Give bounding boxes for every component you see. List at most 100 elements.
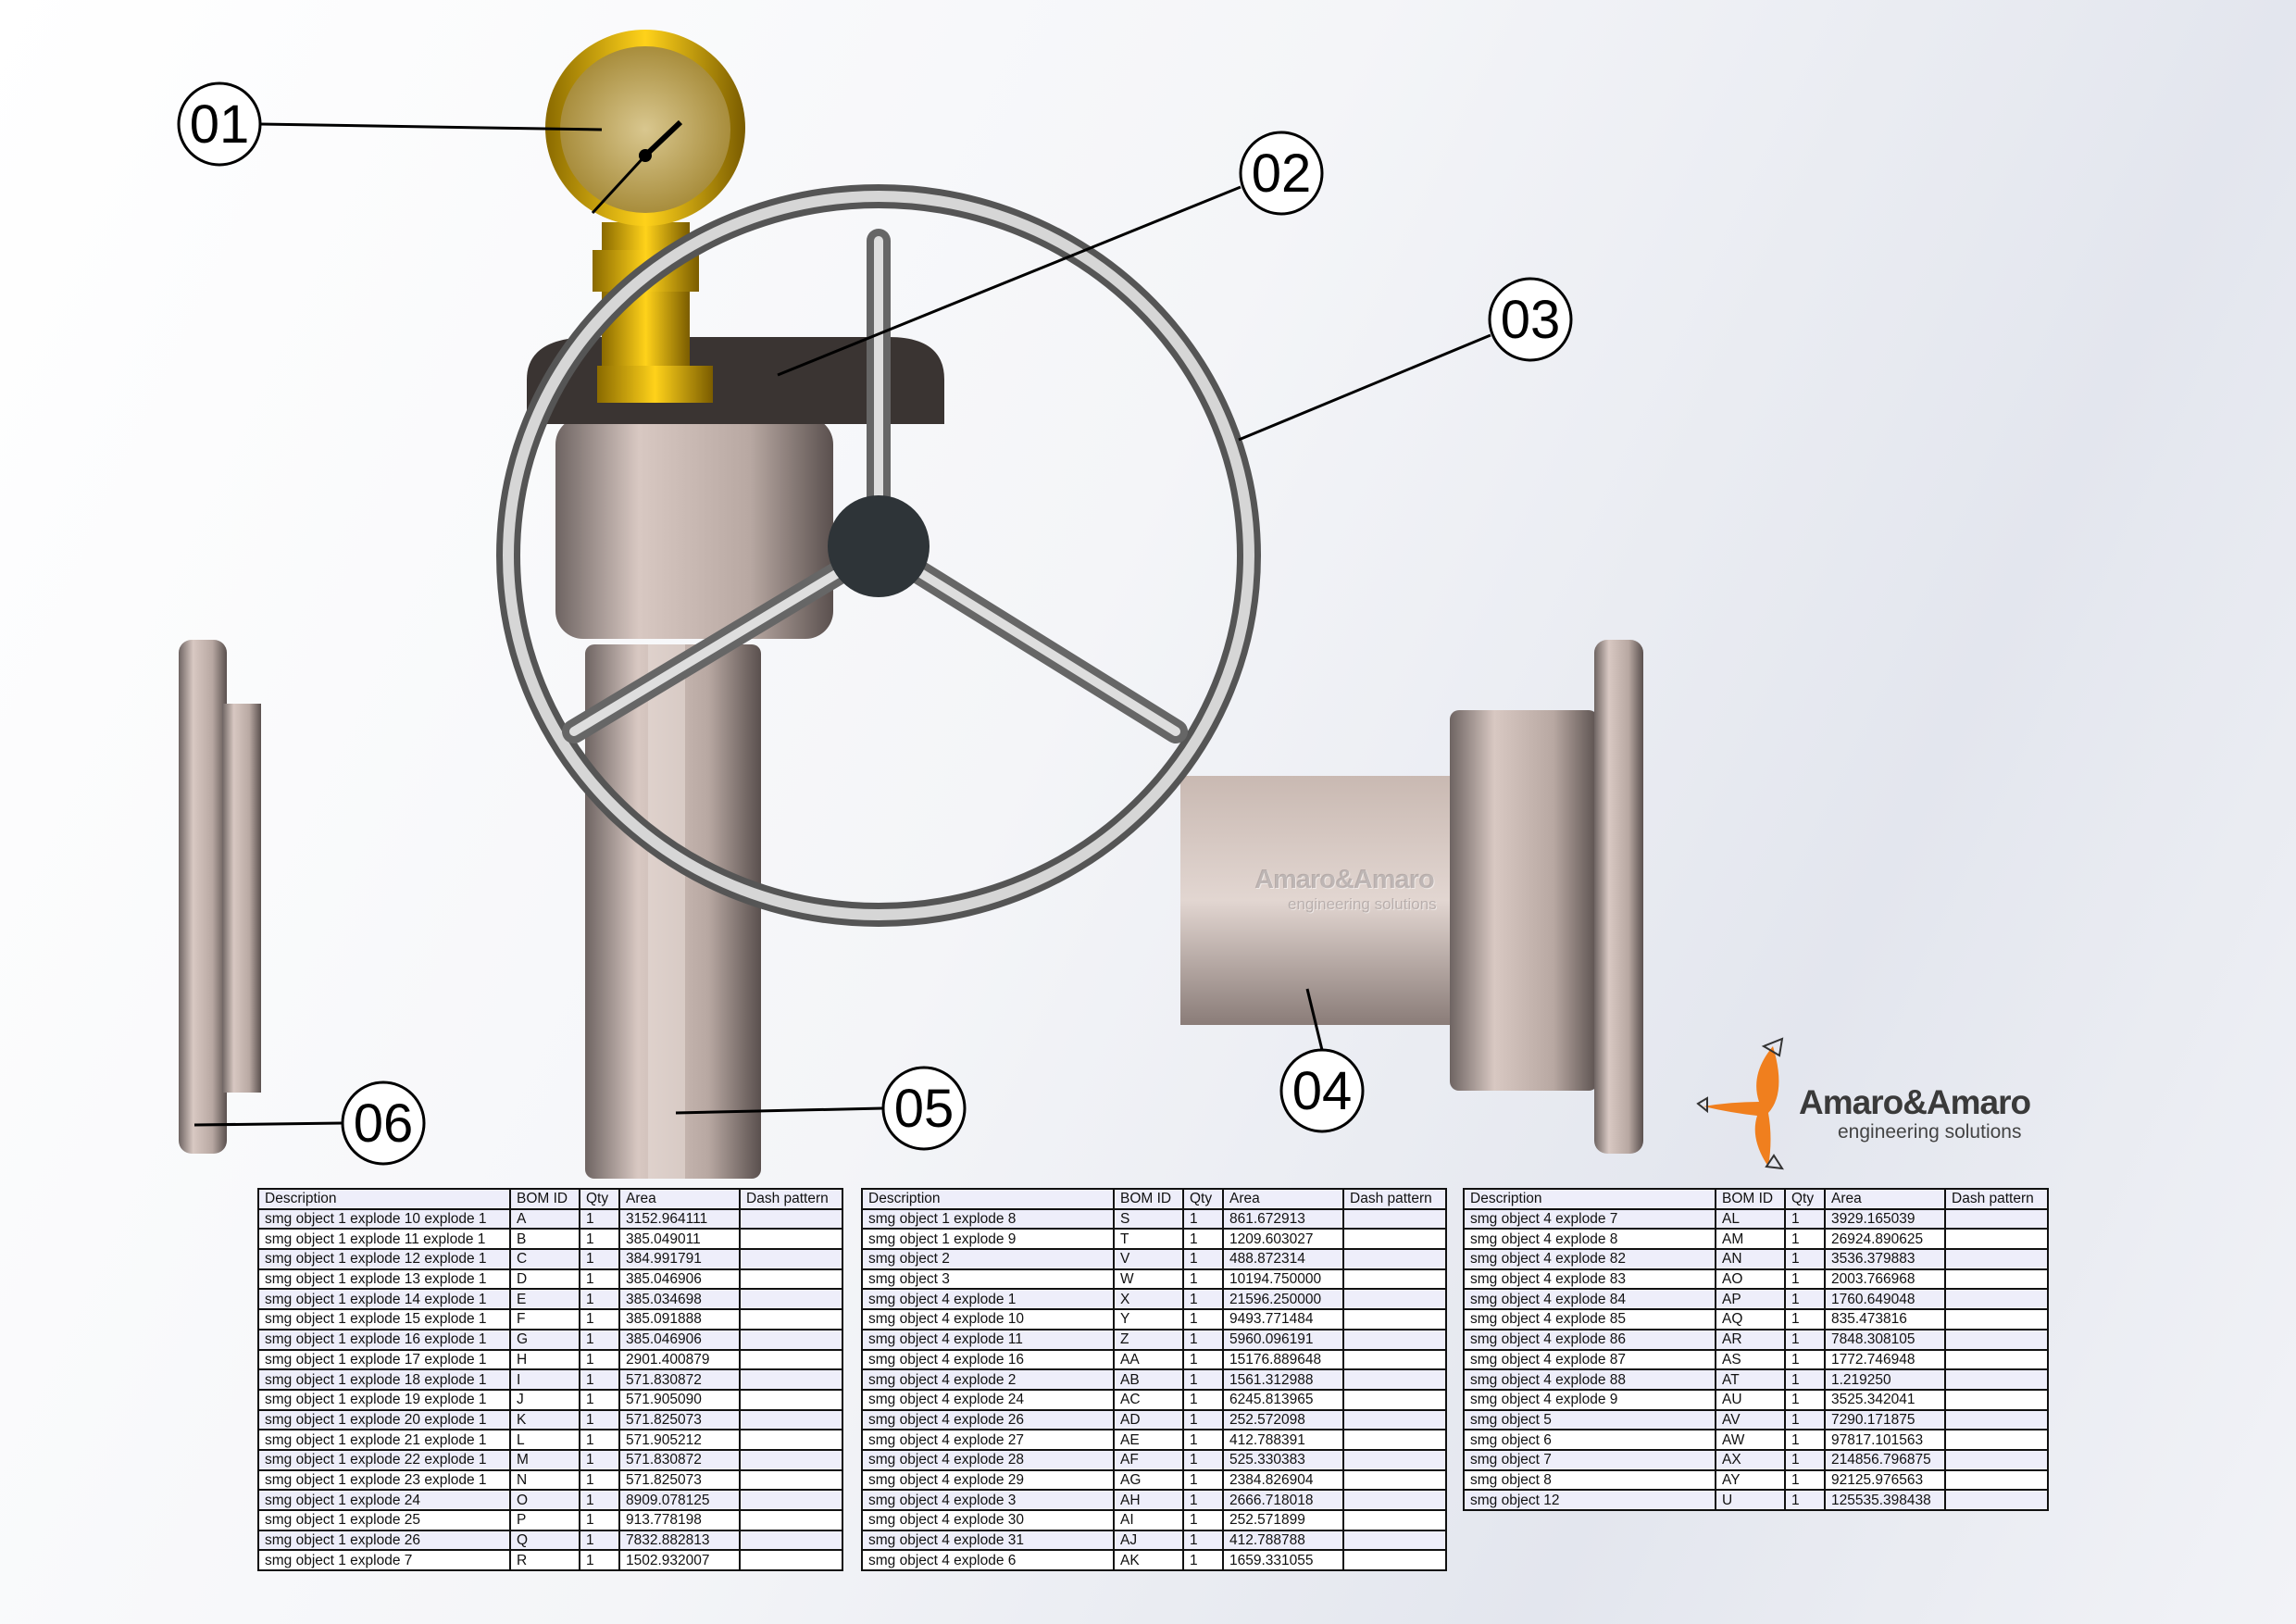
table-cell: S <box>1113 1207 1184 1230</box>
table-cell: K <box>509 1408 580 1431</box>
table-cell: I <box>509 1368 580 1391</box>
table-cell: M <box>509 1448 580 1471</box>
table-cell: 26924.890625 <box>1824 1228 1946 1251</box>
table-cell: Q <box>509 1529 580 1552</box>
table-cell: 2901.400879 <box>618 1348 741 1371</box>
table-cell: 1 <box>579 1328 620 1351</box>
table-cell: smg object 4 explode 84 <box>1463 1288 1716 1311</box>
table-cell: 1 <box>1182 1348 1224 1371</box>
table-cell: 1 <box>1784 1448 1826 1471</box>
table-cell: 1 <box>1784 1207 1826 1230</box>
table-cell: 92125.976563 <box>1824 1468 1946 1492</box>
table-cell <box>1944 1228 2049 1251</box>
table-cell: U <box>1715 1489 1786 1511</box>
table-cell: 1 <box>1182 1549 1224 1572</box>
table-cell: smg object 4 explode 8 <box>1463 1228 1716 1251</box>
table-cell: 1 <box>579 1207 620 1230</box>
logo-tagline: engineering solutions <box>1838 1121 2022 1143</box>
table-cell: smg object 4 explode 82 <box>1463 1248 1716 1270</box>
table-cell <box>1944 1429 2049 1451</box>
table-cell: AD <box>1113 1408 1184 1431</box>
table-cell: AM <box>1715 1228 1786 1251</box>
table-cell <box>1944 1268 2049 1291</box>
column-header: Dash pattern <box>1944 1188 2049 1210</box>
table-cell: 571.825073 <box>618 1468 741 1492</box>
table-cell: AO <box>1715 1268 1786 1291</box>
column-header: BOM ID <box>1113 1188 1184 1210</box>
table-cell: AT <box>1715 1368 1786 1391</box>
table-cell: X <box>1113 1288 1184 1311</box>
table-cell: J <box>509 1388 580 1411</box>
watermark-name: Amaro&Amaro <box>1254 865 1435 894</box>
table-cell: F <box>509 1308 580 1330</box>
table-cell: 385.034698 <box>618 1288 741 1311</box>
table-cell: 7290.171875 <box>1824 1408 1946 1431</box>
table-cell: smg object 4 explode 88 <box>1463 1368 1716 1391</box>
table-cell: 1 <box>1784 1348 1826 1371</box>
table-cell: Z <box>1113 1328 1184 1351</box>
table-cell: smg object 1 explode 20 explode 1 <box>257 1408 511 1431</box>
table-cell: smg object 4 explode 85 <box>1463 1308 1716 1330</box>
company-logo: Amaro&Amaro engineering solutions <box>1694 1037 2046 1176</box>
table-cell <box>1944 1448 2049 1471</box>
table-cell: smg object 4 explode 16 <box>861 1348 1115 1371</box>
table-cell <box>739 1368 843 1391</box>
table-cell: B <box>509 1228 580 1251</box>
table-cell: L <box>509 1429 580 1451</box>
table-cell: 1.219250 <box>1824 1368 1946 1391</box>
table-cell <box>1342 1348 1447 1371</box>
table-cell <box>1342 1228 1447 1251</box>
table-cell: 1 <box>1784 1328 1826 1351</box>
table-cell: smg object 4 explode 10 <box>861 1308 1115 1330</box>
table-cell <box>1944 1328 2049 1351</box>
table-cell: 3536.379883 <box>1824 1248 1946 1270</box>
table-cell: 1 <box>579 1368 620 1391</box>
table-cell: 1 <box>579 1549 620 1572</box>
table-cell: smg object 8 <box>1463 1468 1716 1492</box>
table-cell: AA <box>1113 1348 1184 1371</box>
table-cell: smg object 1 explode 11 explode 1 <box>257 1228 511 1251</box>
table-cell: AX <box>1715 1448 1786 1471</box>
table-cell: V <box>1113 1248 1184 1270</box>
table-cell: 8909.078125 <box>618 1489 741 1511</box>
callout-label: 02 <box>1252 144 1312 204</box>
table-cell <box>739 1288 843 1311</box>
table-cell: 1 <box>579 1408 620 1431</box>
table-cell: 7848.308105 <box>1824 1328 1946 1351</box>
table-cell <box>1944 1408 2049 1431</box>
table-cell: smg object 4 explode 83 <box>1463 1268 1716 1291</box>
table-cell: 6245.813965 <box>1222 1388 1344 1411</box>
callout-label: 01 <box>190 94 250 155</box>
table-cell: 412.788391 <box>1222 1429 1344 1451</box>
table-cell: AB <box>1113 1368 1184 1391</box>
column-header: BOM ID <box>509 1188 580 1210</box>
table-cell: O <box>509 1489 580 1511</box>
table-cell <box>1342 1408 1447 1431</box>
column-header: Description <box>257 1188 511 1210</box>
table-cell <box>1944 1348 2049 1371</box>
table-cell <box>739 1328 843 1351</box>
table-cell: 1659.331055 <box>1222 1549 1344 1572</box>
column-header: Qty <box>1784 1188 1826 1210</box>
table-cell <box>739 1448 843 1471</box>
table-cell: 1502.932007 <box>618 1549 741 1572</box>
table-cell: 1 <box>1182 1408 1224 1431</box>
table-cell: AH <box>1113 1489 1184 1511</box>
